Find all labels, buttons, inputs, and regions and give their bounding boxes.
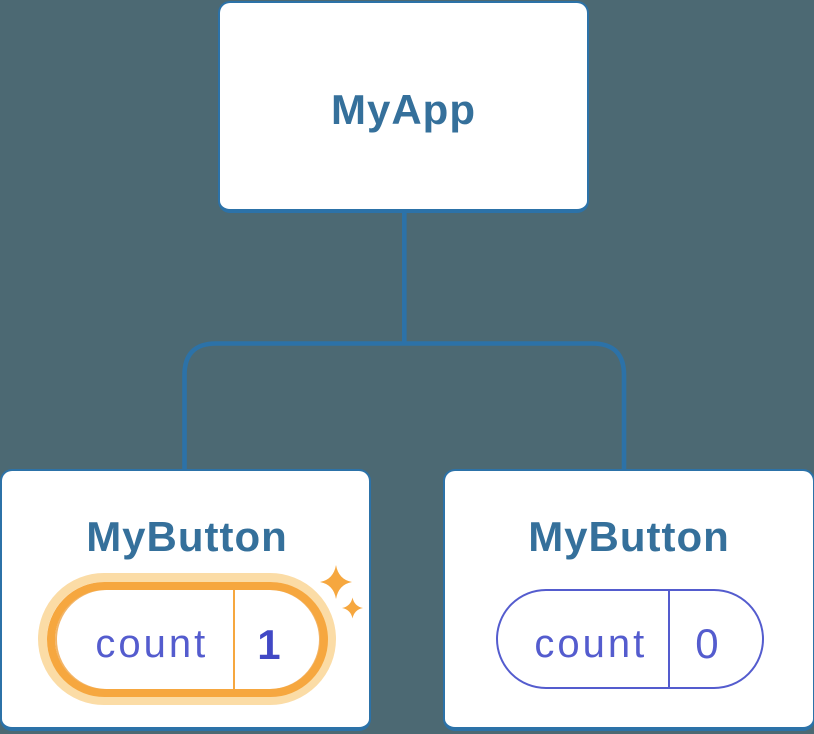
pill-divider xyxy=(233,590,236,689)
state-name-label: count xyxy=(534,621,648,666)
sparkle-big-icon xyxy=(320,565,352,599)
node-mybutton-1-label: MyButton xyxy=(86,513,288,560)
state-value: 0 xyxy=(695,620,719,667)
node-mybutton-highlighted: MyButton count 1 xyxy=(0,469,371,731)
state-value: 1 xyxy=(257,620,281,668)
sparkles-icon xyxy=(320,565,363,619)
sparkle-small-icon xyxy=(342,597,363,619)
connector-branch xyxy=(182,341,627,470)
state-name-label: count xyxy=(95,622,209,666)
state-pill-plain: count 0 xyxy=(496,589,764,689)
state-pill-highlighted: count 1 xyxy=(38,573,336,705)
node-mybutton-plain: MyButton count 0 xyxy=(443,469,814,731)
node-myapp: MyApp xyxy=(218,1,589,213)
pill-divider xyxy=(668,591,671,687)
node-myapp-label: MyApp xyxy=(331,85,476,133)
node-mybutton-2-label: MyButton xyxy=(528,513,730,560)
